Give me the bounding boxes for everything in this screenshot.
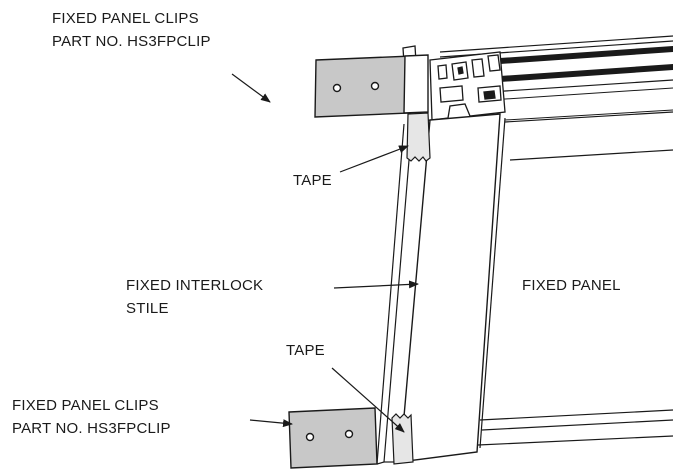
stile-label-line1: FIXED INTERLOCK (126, 277, 264, 294)
arrow-tape-bottom (331, 367, 405, 433)
top-fixed-panel-clip (314, 54, 429, 118)
bottom-clip-label-line1: FIXED PANEL CLIPS (12, 397, 159, 414)
fixed-interlock-stile (376, 113, 501, 465)
stile-label-line2: STILE (126, 300, 169, 317)
arrow-stile (333, 280, 419, 289)
bottom-tape (391, 413, 414, 465)
fixed-panel-label: FIXED PANEL (522, 277, 621, 294)
top-clip-label-line2: PART NO. HS3FPCLIP (52, 33, 211, 50)
arrow-bottom-clip (249, 419, 293, 428)
arrow-tape-top (339, 145, 409, 173)
bottom-fixed-panel-clip (288, 407, 378, 469)
top-clip-label-line1: FIXED PANEL CLIPS (52, 10, 199, 27)
tape-bottom-label: TAPE (286, 342, 325, 359)
bottom-clip-label-line2: PART NO. HS3FPCLIP (12, 420, 171, 437)
arrow-top-clip (231, 73, 271, 103)
frame-profile (402, 45, 506, 121)
tape-top-label: TAPE (293, 172, 332, 189)
leader-arrows (231, 73, 419, 433)
top-tape (406, 112, 431, 162)
